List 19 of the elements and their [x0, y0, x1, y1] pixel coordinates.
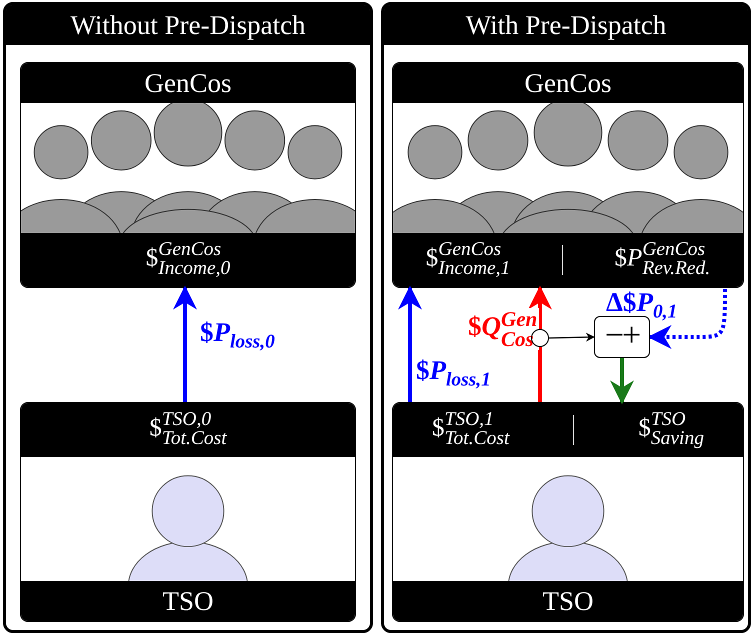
- arrow: [173, 286, 197, 402]
- actor-group: [392, 62, 744, 288]
- arrow: [398, 286, 422, 402]
- sum-block: [594, 316, 650, 358]
- group-title: TSO: [21, 581, 355, 621]
- group-title: GenCos: [393, 63, 743, 103]
- panel: [3, 2, 373, 633]
- arrow: [648, 289, 727, 349]
- arrow: [528, 286, 552, 329]
- group-title: GenCos: [21, 63, 355, 103]
- panel-heading: Without Pre-Dispatch: [6, 5, 370, 45]
- arrow: [548, 332, 595, 342]
- panel-heading: With Pre-Dispatch: [384, 5, 748, 45]
- group-title: TSO: [393, 581, 743, 621]
- arrow: [610, 358, 634, 404]
- actor-group: [20, 402, 356, 622]
- actor-group: [20, 62, 356, 288]
- actor-group: [392, 402, 744, 622]
- panel: [381, 2, 751, 633]
